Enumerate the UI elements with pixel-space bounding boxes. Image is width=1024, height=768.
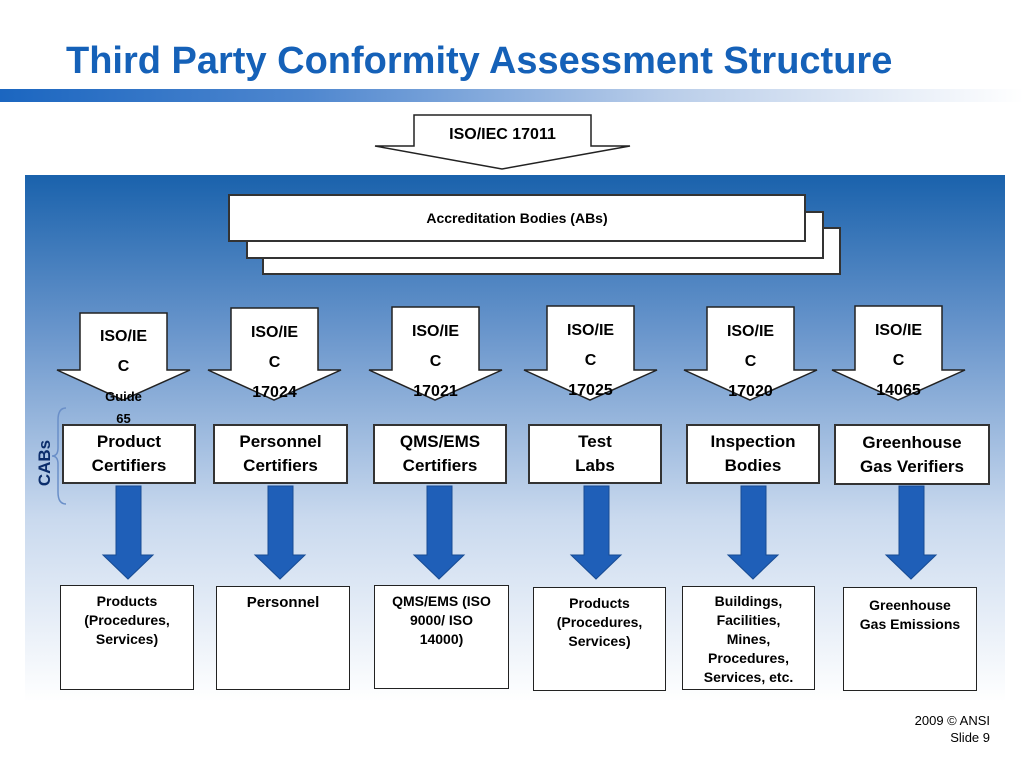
output-box-products-1: Products(Procedures,Services): [60, 585, 194, 690]
blue-arrow-4: [569, 485, 623, 580]
title-underline-bar: [0, 89, 1024, 102]
cabs-label: CABs: [35, 439, 55, 487]
blue-arrow-3: [412, 485, 466, 580]
copyright-text: 2009 © ANSI: [914, 713, 990, 728]
standard-arrow-4: [523, 305, 658, 401]
standard-arrow-1: [56, 312, 191, 401]
accreditation-bodies-label: Accreditation Bodies (ABs): [426, 210, 608, 226]
slide-title: Third Party Conformity Assessment Struct…: [66, 40, 893, 82]
output-box-products-2: Products(Procedures,Services): [533, 587, 666, 691]
output-box-buildings: Buildings,Facilities,Mines,Procedures,Se…: [682, 586, 815, 690]
blue-arrow-5: [726, 485, 780, 580]
iso17011-arrow: [374, 114, 631, 170]
blue-arrow-2: [253, 485, 307, 580]
slide-number: Slide 9: [950, 730, 990, 745]
standard-arrow-2: [207, 307, 342, 401]
slide-footer: 2009 © ANSI Slide 9: [915, 712, 990, 746]
standard-arrow-3: [368, 306, 503, 401]
blue-arrow-6: [884, 485, 938, 580]
ab-card-front: Accreditation Bodies (ABs): [228, 194, 806, 242]
cabs-brace: [51, 407, 67, 505]
iso17011-label: ISO/IEC 17011: [449, 126, 556, 143]
output-box-personnel: Personnel: [216, 586, 350, 690]
blue-arrow-1: [101, 485, 155, 580]
standard-arrow-5: [683, 306, 818, 401]
standard-arrow-6: [831, 305, 966, 401]
